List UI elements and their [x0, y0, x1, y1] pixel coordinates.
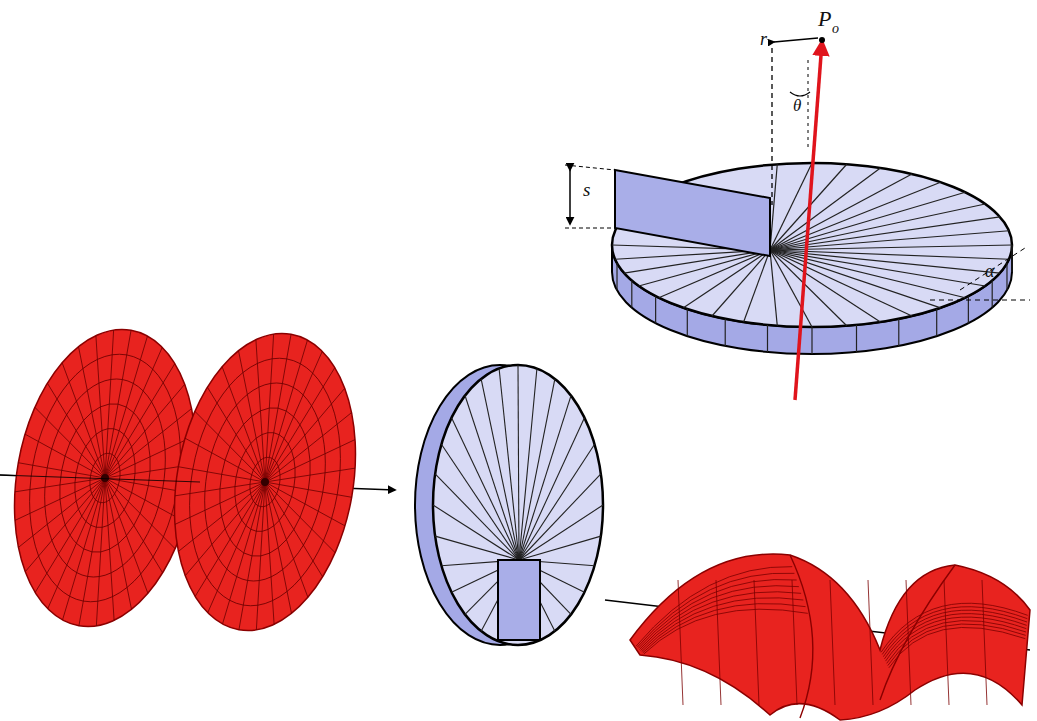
symbol-label: o — [832, 22, 839, 36]
spiral-phase-plate — [565, 37, 1030, 400]
symbol-label: α — [985, 262, 994, 280]
symbol-label: s — [583, 180, 590, 199]
symbol-label: P — [818, 8, 831, 30]
symbol-label: r — [760, 30, 767, 48]
beam-sequence — [0, 315, 1030, 720]
helical-wavefront — [630, 554, 1030, 720]
blue-phase-plate — [415, 365, 603, 645]
symbol-label: θ — [793, 97, 801, 114]
